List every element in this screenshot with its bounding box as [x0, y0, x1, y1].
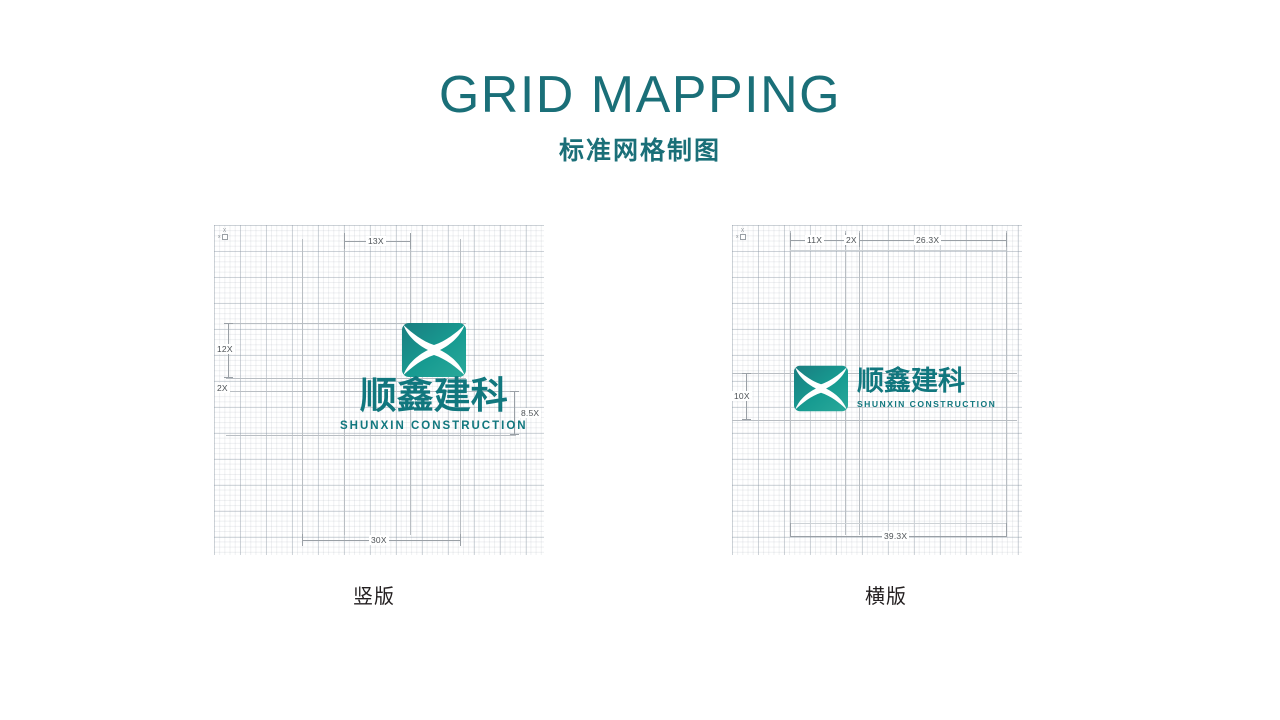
tick-10x-bottom [742, 419, 751, 420]
unit-key-label: X [740, 228, 745, 234]
tick-39-3x-right [1006, 523, 1007, 537]
dim-label-12x: 12X [215, 344, 235, 354]
unit-key: x X [218, 229, 228, 240]
dim-label-13x: 13X [366, 236, 386, 246]
brand-name-cn: 顺鑫建科 [359, 374, 508, 417]
x-mark-logo-icon [794, 365, 848, 412]
logo-lockup-vertical: 顺鑫建科 SHUNXIN CONSTRUCTION [340, 323, 528, 433]
guide-line-h-word-bottom [226, 435, 516, 436]
wordmark-vertical: 顺鑫建科 SHUNXIN CONSTRUCTION [340, 377, 528, 433]
guide-line-v-mark-left [790, 231, 791, 535]
tick-8-5x-top [510, 391, 519, 392]
tick-10x-top [742, 373, 751, 374]
caption-vertical: 竖版 [353, 584, 395, 608]
grid-board-horizontal: x X 11X 2X 26.3X 10X [732, 225, 1022, 555]
guide-line-v-text-right [1006, 231, 1007, 535]
unit-key-square-icon [221, 234, 228, 240]
leader-8-5x [514, 391, 515, 435]
dim-label-26-3x: 26.3X [914, 235, 942, 245]
unit-key-square-icon [739, 234, 746, 240]
unit-key-prefix: x [736, 234, 739, 240]
dim-label-11x: 11X [805, 235, 825, 245]
page-title: GRID MAPPING [438, 66, 842, 124]
guide-line-h-top [790, 250, 1006, 251]
dim-label-39-3x: 39.3X [882, 531, 910, 541]
dim-label-30x: 30X [369, 535, 389, 545]
wordmark-horizontal: 顺鑫建科 SHUNXIN CONSTRUCTION [857, 368, 996, 409]
graph-paper-grid [214, 225, 544, 555]
tick-30x-left [302, 534, 303, 546]
guide-line-h-word-top [226, 391, 516, 392]
dim-label-8-5x: 8.5X [519, 408, 542, 418]
guide-line-v-text-left [859, 231, 860, 535]
guide-line-h-lockup-bot [732, 420, 1017, 421]
guide-line-h-mark-top [226, 323, 466, 324]
brand-name-en: SHUNXIN CONSTRUCTION [340, 420, 528, 432]
tick-30x-right [460, 534, 461, 546]
dim-label-2x: 2X [844, 235, 859, 245]
tick-39-3x-left [790, 523, 791, 537]
x-mark-logo-icon [401, 323, 466, 377]
logo-lockup-horizontal: 顺鑫建科 SHUNXIN CONSTRUCTION [794, 365, 996, 412]
tick-12x-top [224, 323, 233, 324]
caption-horizontal: 横版 [865, 584, 907, 608]
unit-key-label: X [222, 228, 227, 234]
graph-paper-grid [732, 225, 1022, 555]
grid-boards: x X 13X 12X 2X 8.5X [0, 225, 1280, 645]
tick-26-3x-right [1006, 233, 1007, 247]
guide-line-h-lockup-top [732, 373, 1017, 374]
dim-label-10x: 10X [732, 391, 752, 401]
tick-13x-right [410, 233, 411, 249]
page-subtitle: 标准网格制图 [558, 135, 721, 165]
brand-name-en: SHUNXIN CONSTRUCTION [857, 399, 997, 410]
page-header: GRID MAPPING 标准网格制图 [0, 0, 1280, 167]
guide-line-h-bottom [790, 523, 1006, 524]
guide-line-h-mark-bottom [226, 378, 466, 379]
grid-board-vertical: x X 13X 12X 2X 8.5X [214, 225, 544, 555]
tick-12x-bottom [224, 377, 233, 378]
brand-name-cn: 顺鑫建科 [857, 366, 965, 398]
unit-key-prefix: x [218, 234, 221, 240]
tick-8-5x-bottom [510, 434, 519, 435]
guide-line-v-mark-left [344, 239, 345, 535]
guide-line-v-mark-right [410, 239, 411, 535]
unit-key: x X [736, 229, 746, 240]
dim-label-2x: 2X [215, 383, 230, 393]
